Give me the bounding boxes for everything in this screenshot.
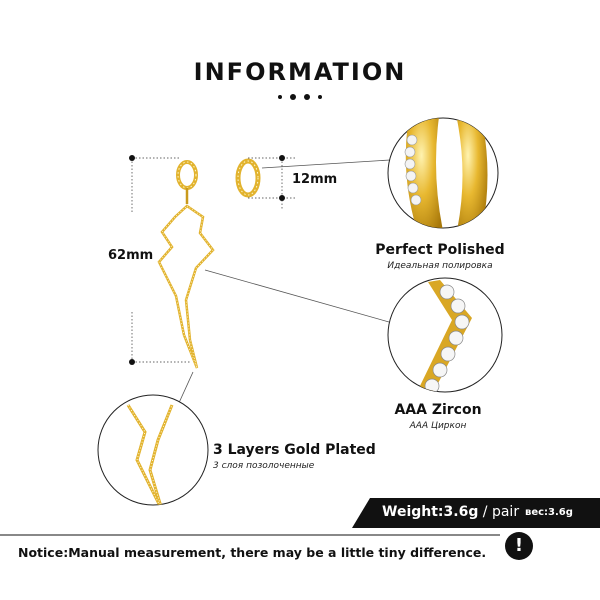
total-length-label: 62mm [108,248,154,263]
feature-gold-subtitle: 3 слоя позолоченные [213,461,315,471]
measure-guides [131,157,295,363]
page-title: INFORMATION [193,58,407,86]
weight-unit: / pair [478,504,520,520]
zoom-circle-polished [387,117,499,229]
exclamation-icon: ! [505,532,533,560]
feature-gold-title: 3 Layers Gold Plated [213,442,376,458]
title-divider-dots [0,94,600,100]
weight-label-ru: вес:3.6g [525,507,573,518]
zoom-circle-gold [97,394,209,506]
weight-banner-shape [352,498,600,528]
weight-label: Weight:3.6g / pair [382,504,519,520]
weight-value: Weight:3.6g [382,504,479,520]
feature-zircon-subtitle: AAA Циркон [409,421,467,431]
connector-lines [177,159,391,406]
feature-polished: Perfect Polished Идеальная полировка [370,242,510,271]
zoom-circle-zircon [387,277,503,393]
notice-text: Notice:Manual measurement, there may be … [18,545,487,560]
feature-polished-title: Perfect Polished [375,242,505,258]
long-earring [157,160,215,369]
feature-zircon-title: AAA Zircon [394,402,482,418]
feature-zircon: AAA Zircon AAA Циркон [378,402,498,431]
small-hoop-earring [235,158,261,198]
feature-polished-subtitle: Идеальная полировка [387,261,493,271]
feature-gold: 3 Layers Gold Plated 3 слоя позолоченные [213,442,376,471]
hoop-size-label: 12mm [292,172,338,187]
measure-dots [129,155,285,365]
